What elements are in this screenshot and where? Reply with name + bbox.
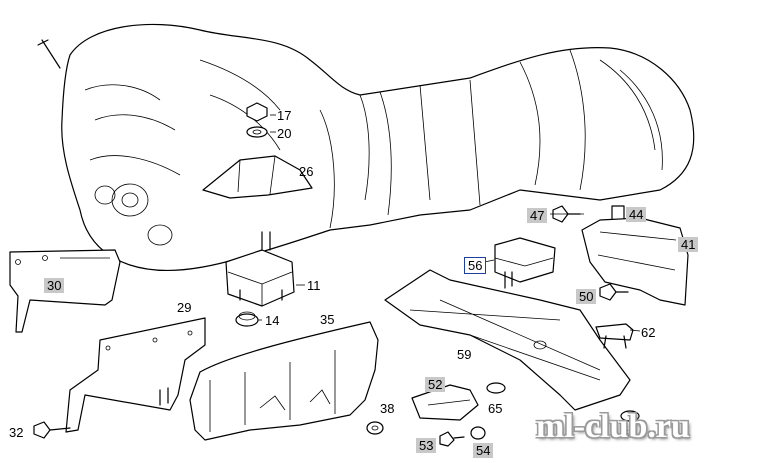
callout-54: 54 xyxy=(473,443,494,458)
callout-32: 32 xyxy=(9,425,24,440)
callout-65-a: 65 xyxy=(488,401,503,416)
crossmember-59 xyxy=(384,269,631,411)
callout-62: 62 xyxy=(641,325,656,340)
callout-41: 41 xyxy=(678,237,699,252)
bracket-52 xyxy=(411,384,479,421)
bolt-50 xyxy=(599,283,629,301)
callout-20: 20 xyxy=(277,126,292,141)
callout-26: 26 xyxy=(299,164,314,179)
callout-38: 38 xyxy=(380,401,395,416)
callout-59: 59 xyxy=(457,347,472,362)
callout-11: 11 xyxy=(307,278,321,293)
bracket-30 xyxy=(9,249,121,333)
engine-mount-11 xyxy=(225,231,304,307)
cover-41 xyxy=(581,217,689,306)
callout-29: 29 xyxy=(177,300,192,315)
callout-30: 30 xyxy=(44,278,65,293)
heat-shield-29 xyxy=(65,317,206,433)
callout-65-b: 65 xyxy=(622,426,637,441)
callout-56: 56 xyxy=(464,257,487,274)
callout-35: 35 xyxy=(320,312,335,327)
bolt-32 xyxy=(33,421,71,439)
callout-53: 53 xyxy=(416,438,437,453)
callout-52: 52 xyxy=(425,377,446,392)
washer-14 xyxy=(235,311,259,327)
site-watermark: ml-club.ru xyxy=(536,408,690,445)
callout-44: 44 xyxy=(626,207,647,222)
nut-65-b xyxy=(620,410,640,422)
callout-14: 14 xyxy=(265,313,280,328)
link-62 xyxy=(595,323,634,349)
transmission-mount-56 xyxy=(494,237,556,289)
callout-47: 47 xyxy=(527,208,548,223)
bolt-53 xyxy=(439,431,465,447)
engine-transmission-assembly xyxy=(37,23,695,271)
nut-washer-17-20 xyxy=(246,102,268,138)
callout-17: 17 xyxy=(277,108,292,123)
nut-38 xyxy=(366,421,384,435)
heat-shield-35 xyxy=(189,321,379,441)
callout-50: 50 xyxy=(576,289,597,304)
bracket-26 xyxy=(202,155,313,199)
nut-65-a xyxy=(486,382,506,394)
washer-54 xyxy=(470,426,486,440)
